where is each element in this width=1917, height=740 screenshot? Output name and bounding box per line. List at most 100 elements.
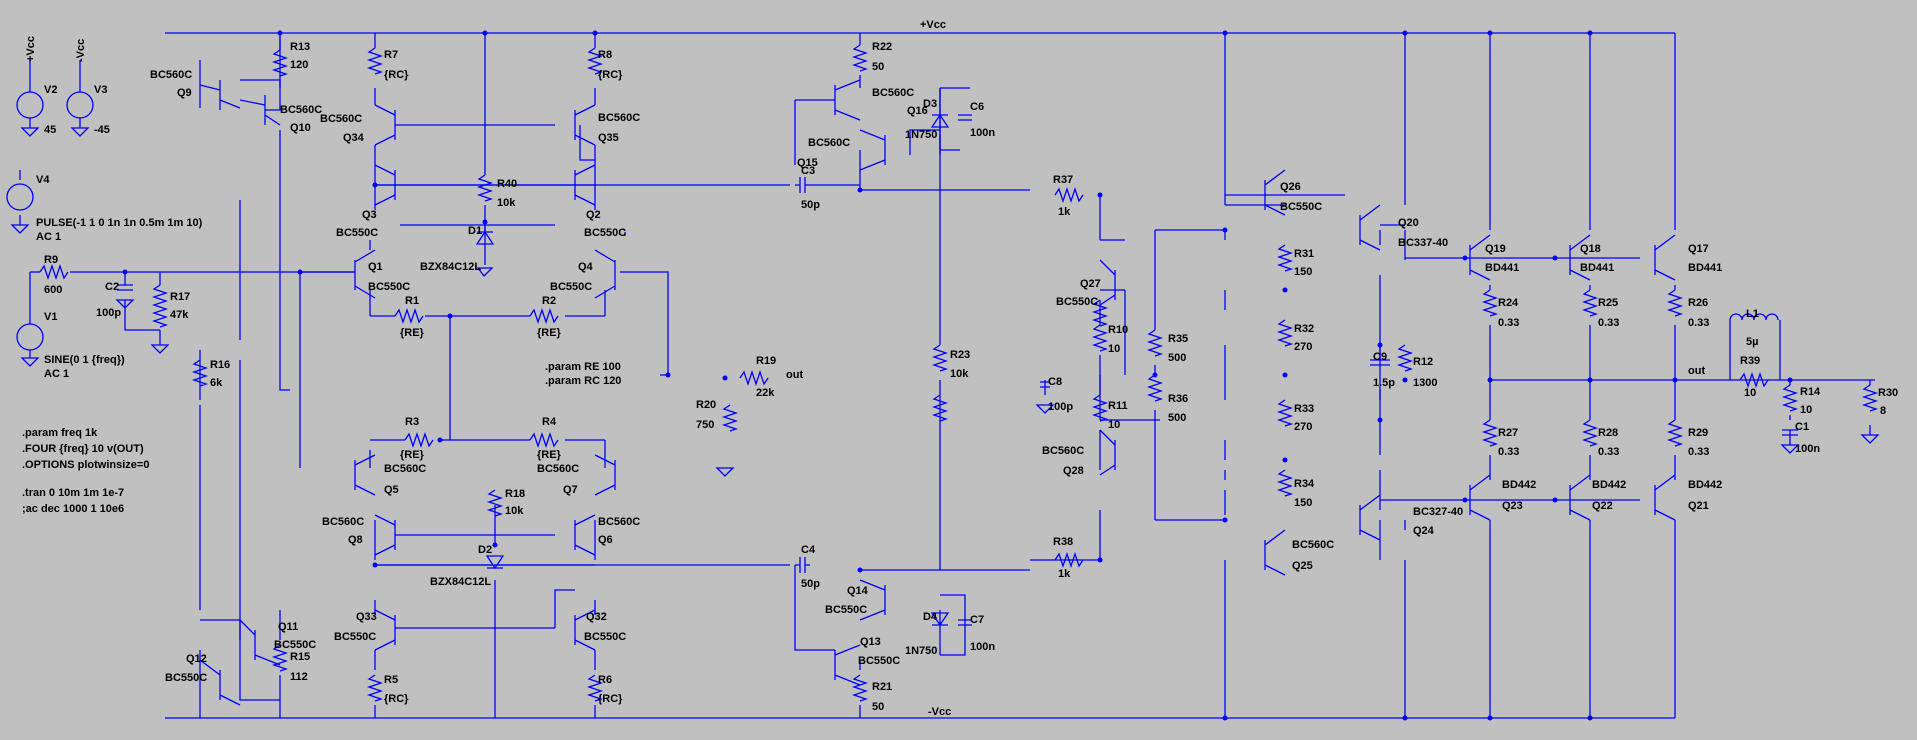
c6-value: 100n: [970, 127, 995, 139]
r4-ref: R4: [542, 416, 557, 428]
r38-ref: R38: [1053, 536, 1073, 548]
l1-value: 5µ: [1746, 336, 1758, 348]
r31-value: 150: [1294, 266, 1312, 278]
r6-ref: R6: [598, 674, 612, 686]
r38-value: 1k: [1058, 568, 1071, 580]
q1-ref: Q1: [368, 261, 383, 273]
q8-ref: Q8: [348, 534, 363, 546]
l1-ref: L1: [1746, 308, 1759, 320]
r5-ref: R5: [384, 674, 398, 686]
r1-value: {RE}: [400, 327, 425, 339]
q7-ref: Q7: [563, 484, 578, 496]
q32-ref: Q32: [586, 611, 607, 623]
c4-value: 50p: [801, 578, 820, 590]
r16-value: 6k: [210, 377, 223, 389]
r12-value: 1300: [1413, 377, 1437, 389]
d4-ref: D4: [923, 611, 938, 623]
directive-param-freq: .param freq 1k: [22, 427, 98, 439]
q9-ref: Q9: [177, 87, 192, 99]
supply-v2-value: 45: [44, 124, 56, 136]
r30-value: 8: [1880, 405, 1886, 417]
supply-v2-ref: V2: [44, 84, 57, 96]
r31-ref: R31: [1294, 248, 1314, 260]
q20-ref: Q20: [1398, 217, 1419, 229]
q33-model: BC550C: [334, 631, 376, 643]
q15-model: BC560C: [808, 137, 850, 149]
c2-value: 100p: [96, 307, 121, 319]
q25-ref: Q25: [1292, 560, 1313, 572]
r27-value: 0.33: [1498, 446, 1519, 458]
q1-model: BC550C: [368, 281, 410, 293]
q35-model: BC560C: [598, 112, 640, 124]
q33-ref: Q33: [356, 611, 377, 623]
q12-model: BC550C: [165, 672, 207, 684]
r33-value: 270: [1294, 421, 1312, 433]
q18-model: BD441: [1580, 262, 1614, 274]
r8-ref: R8: [598, 49, 612, 61]
q34-model: BC560C: [320, 113, 362, 125]
directive-options: .OPTIONS plotwinsize=0: [22, 459, 149, 471]
q2-model: BC550C: [584, 227, 626, 239]
r17-ref: R17: [170, 291, 190, 303]
r9-value: 600: [44, 284, 62, 296]
c6-ref: C6: [970, 101, 984, 113]
directive-four: .FOUR {freq} 10 v(OUT): [22, 443, 144, 455]
r26-ref: R26: [1688, 297, 1708, 309]
transistor-symbols: [199, 79, 1676, 706]
c4-ref: C4: [801, 544, 816, 556]
r28-ref: R28: [1598, 427, 1618, 439]
diode-labels: D1 BZX84C12L D2 BZX84C12L D3 1N750 D4 1N…: [420, 98, 938, 657]
r32-ref: R32: [1294, 323, 1314, 335]
r7-value: {RC}: [384, 69, 409, 81]
rail-label-vcc-bottom: -Vcc: [928, 706, 951, 718]
q16-model: BC560C: [872, 87, 914, 99]
q19-model: BD441: [1485, 262, 1519, 274]
c9-ref: C9: [1373, 351, 1387, 363]
r15-ref: R15: [290, 651, 310, 663]
q20-model: BC337-40: [1398, 237, 1448, 249]
q35-ref: Q35: [598, 132, 619, 144]
q18-ref: Q18: [1580, 243, 1601, 255]
q23-model: BD442: [1502, 479, 1536, 491]
q12-ref: Q12: [186, 653, 207, 665]
r20-ref: R20: [696, 399, 716, 411]
q14-ref: Q14: [847, 585, 869, 597]
net-label-out-output: out: [1688, 365, 1705, 377]
r26-value: 0.33: [1688, 317, 1709, 329]
r23-value: 10k: [950, 368, 969, 380]
q26-model: BC550C: [1280, 201, 1322, 213]
c3-value: 50p: [801, 199, 820, 211]
q4-ref: Q4: [578, 261, 594, 273]
wiring: [19, 32, 1875, 719]
q6-ref: Q6: [598, 534, 613, 546]
q9-model: BC560C: [150, 69, 192, 81]
r4-value: {RE}: [537, 449, 562, 461]
supply-v3-value: -45: [94, 124, 110, 136]
c9-value: 1.5p: [1373, 377, 1395, 389]
source-v1-ref: V1: [44, 311, 57, 323]
directive-tran: .tran 0 10m 1m 1e-7: [22, 487, 124, 499]
r25-value: 0.33: [1598, 317, 1619, 329]
r25-ref: R25: [1598, 297, 1618, 309]
q17-ref: Q17: [1688, 243, 1709, 255]
d1-ref: D1: [468, 225, 482, 237]
r18-ref: R18: [505, 488, 525, 500]
r40-ref: R40: [497, 178, 517, 190]
r12-ref: R12: [1413, 356, 1433, 368]
c7-value: 100n: [970, 641, 995, 653]
r2-ref: R2: [542, 295, 556, 307]
r14-value: 10: [1800, 404, 1812, 416]
junction-dots: [122, 30, 1793, 721]
q21-model: BD442: [1688, 479, 1722, 491]
r2-value: {RE}: [537, 327, 562, 339]
q27-model: BC550C: [1056, 296, 1098, 308]
supply-v2-net: +Vcc: [25, 36, 37, 62]
r20-value: 750: [696, 419, 714, 431]
r24-value: 0.33: [1498, 317, 1519, 329]
net-label-out-input: out: [786, 369, 803, 381]
r22-value: 50: [872, 61, 884, 73]
r19-value: 22k: [756, 387, 775, 399]
q23-ref: Q23: [1502, 500, 1523, 512]
source-v1-ac: AC 1: [44, 368, 69, 380]
